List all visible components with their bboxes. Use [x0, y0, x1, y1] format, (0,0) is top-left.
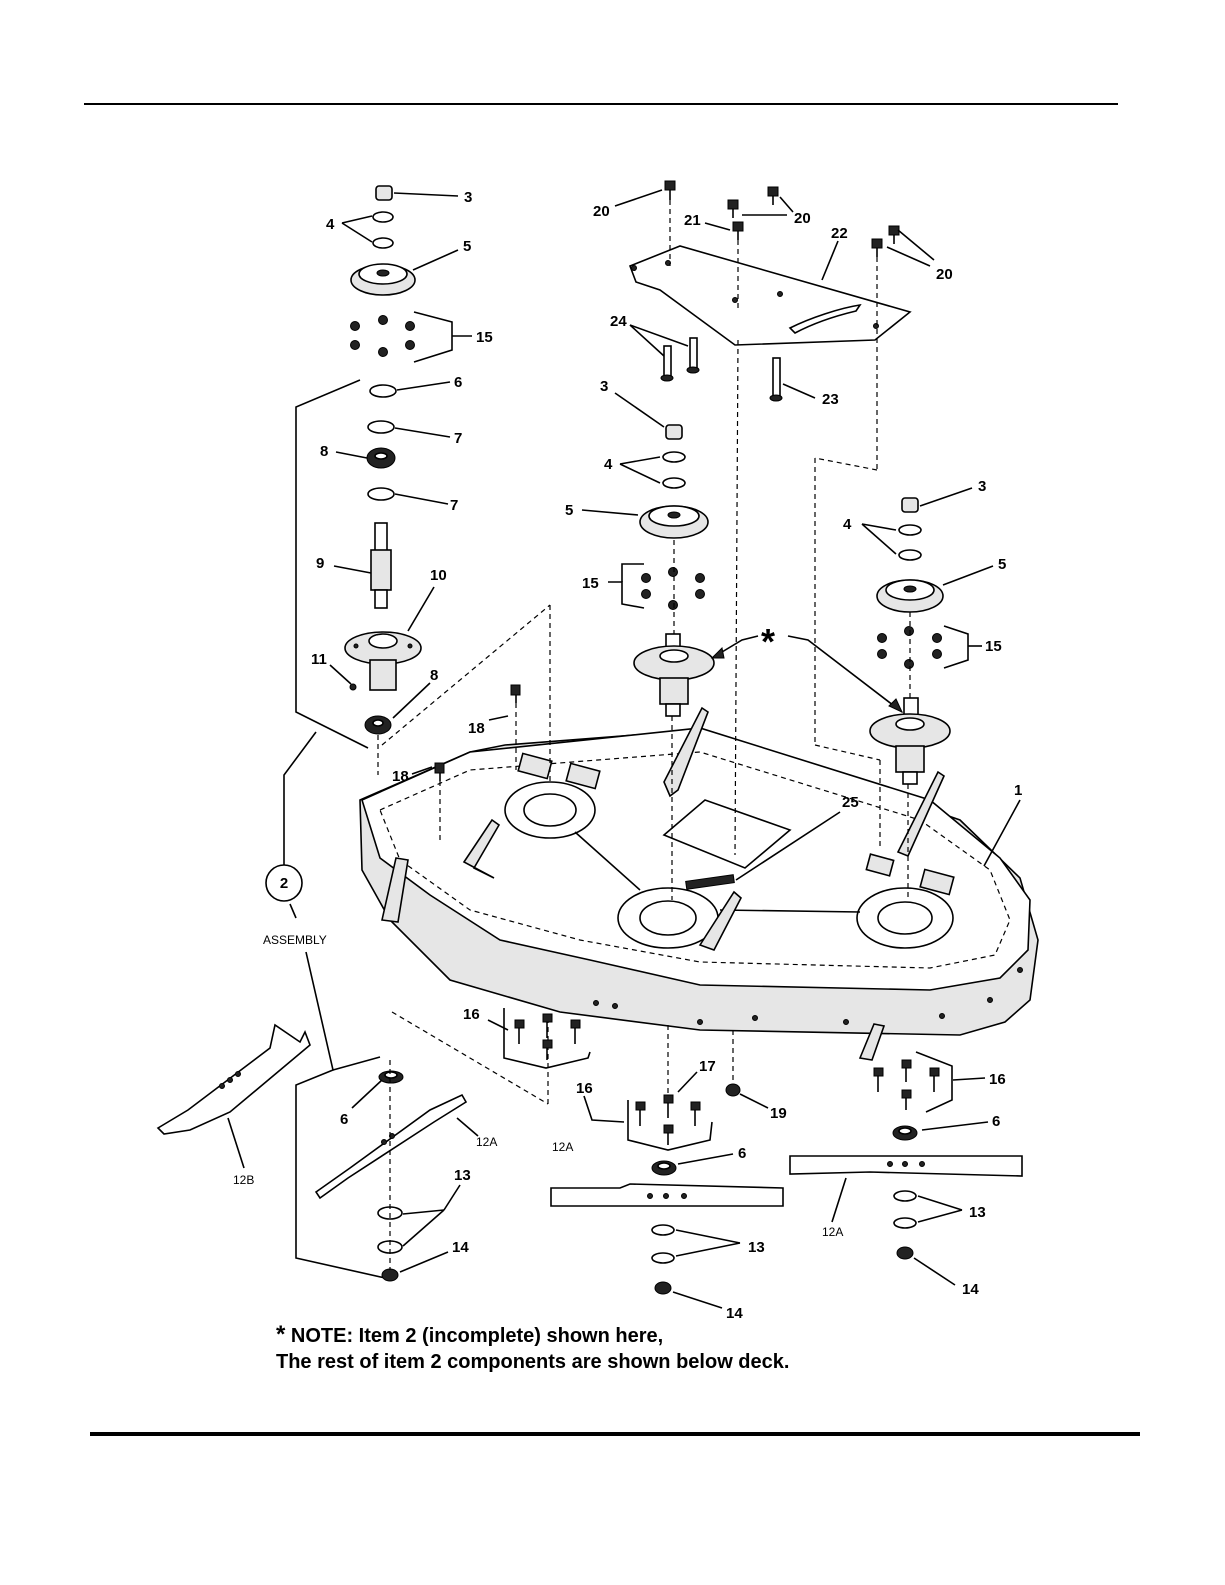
blade-12B: [158, 1025, 310, 1134]
callout-6-left: 6: [454, 374, 462, 391]
callout-15-right: 15: [985, 638, 1002, 655]
callout-8-lower: 8: [430, 667, 438, 684]
callout-4-center: 4: [604, 456, 613, 473]
callout-17: 17: [699, 1058, 716, 1075]
callout-6-center-blade: 6: [738, 1145, 746, 1162]
callout-18-upper: 18: [468, 720, 485, 737]
callout-12A-left: 12A: [476, 1135, 497, 1149]
callout-12A-right: 12A: [822, 1225, 843, 1239]
callout-5-right: 5: [998, 556, 1006, 573]
callout-5-left: 5: [463, 238, 471, 255]
callout-14-center: 14: [726, 1305, 743, 1322]
callout-19: 19: [770, 1105, 787, 1122]
callout-15-center: 15: [582, 575, 599, 592]
callout-1: 1: [1014, 782, 1022, 799]
callout-2: 2: [280, 875, 288, 892]
item-16-bolts-center: [628, 1025, 712, 1150]
center-blade-stack: [551, 1161, 783, 1294]
callout-14-right: 14: [962, 1281, 979, 1298]
note-text-2: The rest of item 2 components are shown …: [276, 1349, 976, 1375]
callout-3-left: 3: [464, 189, 472, 206]
callout-6-right: 6: [992, 1113, 1000, 1130]
callout-21: 21: [684, 212, 701, 229]
note-line-1: * NOTE: Item 2 (incomplete) shown here,: [276, 1322, 976, 1349]
callout-13-center: 13: [748, 1239, 765, 1256]
callout-14-left: 14: [452, 1239, 469, 1256]
callout-12A-center: 12A: [552, 1140, 573, 1154]
callout-23: 23: [822, 391, 839, 408]
item-16-bolts-left: [504, 1008, 590, 1068]
callout-5-center: 5: [565, 502, 573, 519]
callout-13-right: 13: [969, 1204, 986, 1221]
callout-20-a: 20: [593, 203, 610, 220]
callout-7-lower: 7: [450, 497, 458, 514]
note-star-marker: *: [761, 621, 775, 662]
callout-9: 9: [316, 555, 324, 572]
callout-24: 24: [610, 313, 627, 330]
callout-4-right: 4: [843, 516, 852, 533]
assembly-note: * NOTE: Item 2 (incomplete) shown here, …: [276, 1322, 976, 1375]
left-blade-stack: [316, 1012, 548, 1281]
callout-13-left: 13: [454, 1167, 471, 1184]
callout-4-left: 4: [326, 216, 335, 233]
item-19-nut: [726, 1030, 740, 1096]
callout-22: 22: [831, 225, 848, 242]
callout-8-upper: 8: [320, 443, 328, 460]
assembly-label: ASSEMBLY: [263, 933, 327, 947]
callout-16-center: 16: [576, 1080, 593, 1097]
callout-10: 10: [430, 567, 447, 584]
callout-11: 11: [311, 651, 327, 668]
note-text-1: NOTE: Item 2 (incomplete) shown here,: [291, 1325, 663, 1347]
callout-18-lower: 18: [392, 768, 409, 785]
note-star: *: [276, 1321, 285, 1348]
note-star-arrows: [712, 636, 902, 712]
callout-20-b: 20: [794, 210, 811, 227]
callout-20-c: 20: [936, 266, 953, 283]
callout-16-left: 16: [463, 1006, 480, 1023]
callout-3-right: 3: [978, 478, 986, 495]
callout-12B: 12B: [233, 1173, 254, 1187]
callout-7-upper: 7: [454, 430, 462, 447]
callout-6-left-blade: 6: [340, 1111, 348, 1128]
callout-16-right: 16: [989, 1071, 1006, 1088]
item-16-bolts-right: [874, 1052, 952, 1112]
callout-25: 25: [842, 794, 859, 811]
mower-deck-housing: [360, 708, 1038, 1060]
callout-15-left: 15: [476, 329, 493, 346]
callout-3-center: 3: [600, 378, 608, 395]
right-blade-stack: [790, 1126, 1022, 1259]
